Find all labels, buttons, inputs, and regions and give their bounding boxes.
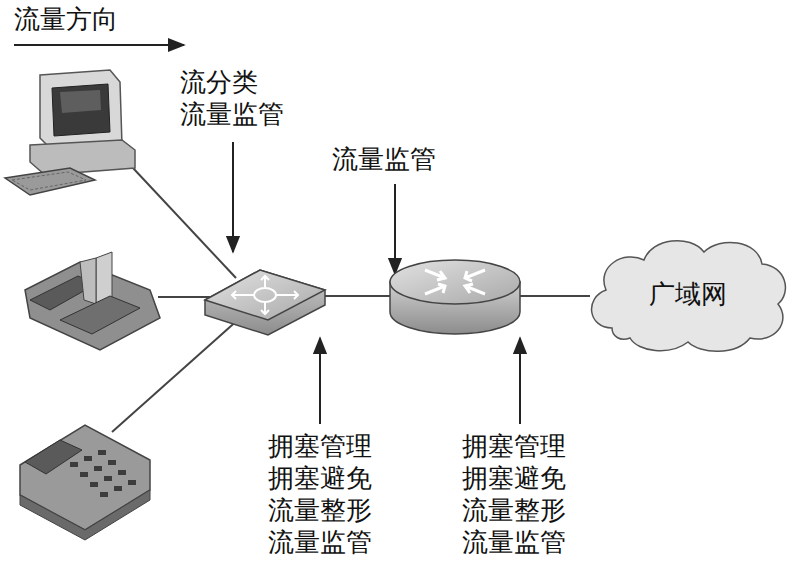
network-wires bbox=[112, 152, 590, 432]
direction-arrow bbox=[14, 44, 184, 46]
function-label: 拥塞管理 拥塞避免 流量整形 流量监管 bbox=[268, 430, 380, 558]
function-label: 拥塞管理 拥塞避免 流量整形 流量监管 bbox=[462, 430, 574, 558]
ip-phone-icon bbox=[25, 252, 160, 350]
function-label: 流分类 流量监管 bbox=[180, 66, 292, 130]
cloud-outline bbox=[592, 241, 786, 352]
wan-cloud: 广域网 bbox=[582, 230, 793, 358]
router-icon bbox=[390, 260, 520, 334]
switch-icon bbox=[205, 270, 325, 335]
direction-label: 流量方向 bbox=[14, 3, 154, 35]
pc-icon bbox=[5, 70, 135, 195]
function-label: 流量监管 bbox=[332, 143, 472, 175]
node-text: 广域网 bbox=[649, 278, 727, 310]
fax-phone-icon bbox=[20, 425, 150, 540]
